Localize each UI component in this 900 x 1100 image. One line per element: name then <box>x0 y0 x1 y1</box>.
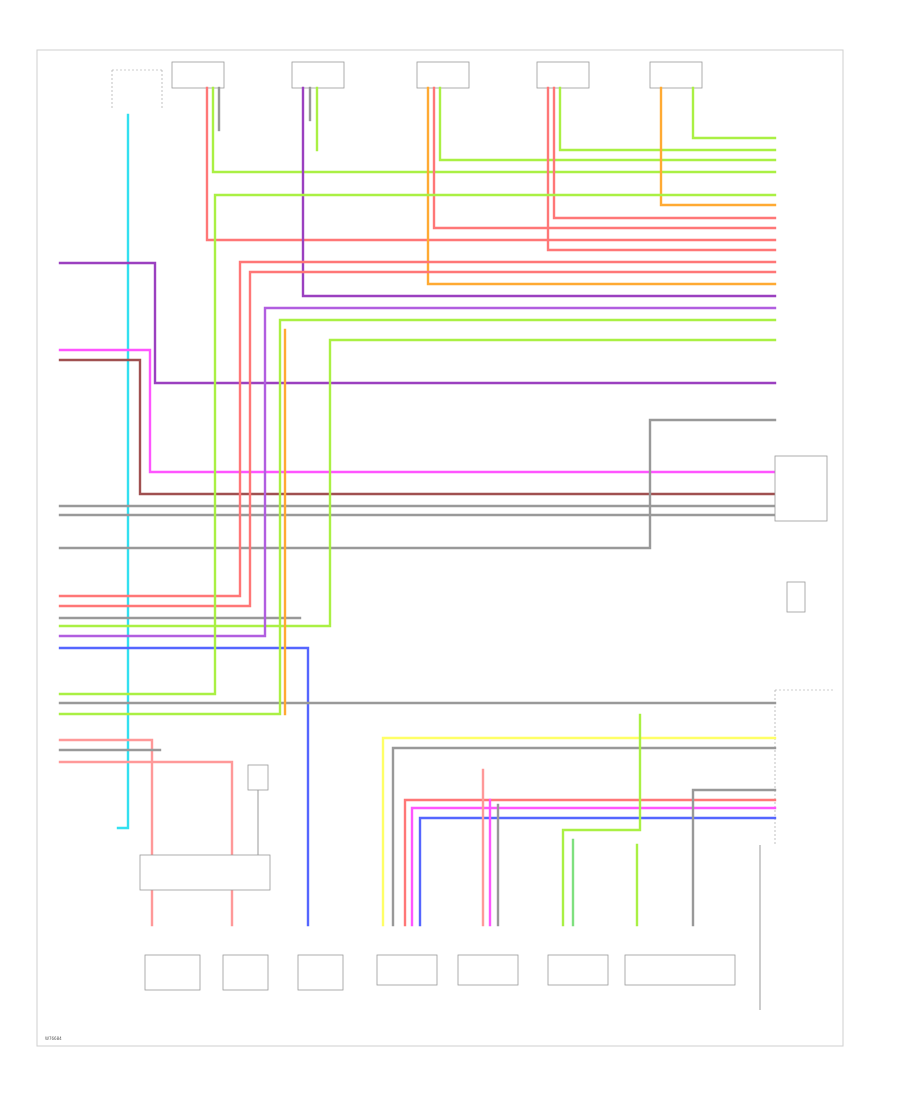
connector-box <box>416 61 470 89</box>
lower-left-wires <box>58 738 271 927</box>
connector-box <box>649 61 703 89</box>
module-central <box>774 455 828 522</box>
component-box <box>457 954 519 986</box>
connector-box <box>536 61 590 89</box>
component-box <box>144 954 201 991</box>
lower-right-wires <box>381 713 777 1010</box>
footer-code: W76684 <box>45 1036 62 1041</box>
ground-bracket <box>111 69 163 110</box>
connector-box <box>171 61 225 89</box>
diagram-frame <box>36 49 844 1047</box>
module-connector <box>774 689 835 845</box>
horizontal-wires <box>58 193 777 927</box>
connector-box <box>291 61 345 89</box>
module-rect <box>139 854 271 891</box>
component-box <box>297 954 344 991</box>
bottom-components <box>144 954 736 991</box>
small-box <box>247 764 269 791</box>
component-box <box>222 954 269 991</box>
component-box <box>624 954 736 986</box>
component-box <box>376 954 438 986</box>
component-box <box>547 954 609 986</box>
right-modules <box>774 455 835 845</box>
wire-cyan <box>116 113 130 830</box>
module-switch <box>786 581 806 613</box>
top-connectors <box>111 61 703 110</box>
connector-stubs <box>205 86 777 298</box>
